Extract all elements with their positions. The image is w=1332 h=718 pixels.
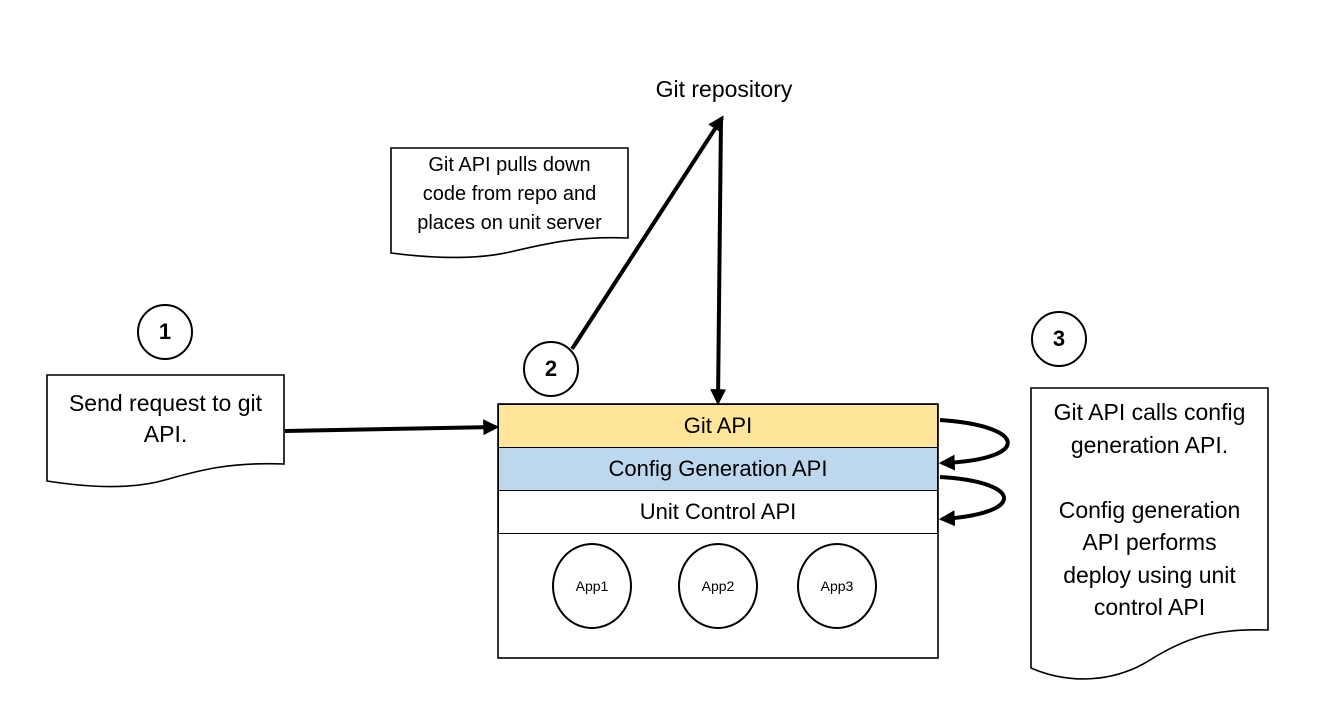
repo-to-git-api-arrow xyxy=(710,117,727,406)
note-2-text: Git API pulls down code from repo and pl… xyxy=(391,151,628,238)
git-to-config-arrow xyxy=(938,418,1010,471)
git-api-layer: Git API xyxy=(498,404,938,448)
app-node: App3 xyxy=(797,543,877,629)
step-2-badge: 2 xyxy=(523,341,579,397)
note-3-shape xyxy=(1030,387,1269,680)
repo-label: Git repository xyxy=(655,76,793,102)
note-1-line: Send request to git xyxy=(68,390,263,416)
note-2-shape xyxy=(390,147,629,259)
note-3-text: Git API calls config generation API. Con… xyxy=(1031,396,1268,624)
app-node: App2 xyxy=(678,543,758,629)
note-2-line: places on unit server xyxy=(417,212,602,234)
note-3-line: deploy using unit xyxy=(1063,561,1236,588)
request-arrow xyxy=(284,419,500,436)
note-1-text: Send request to git API. xyxy=(47,388,284,450)
app-node: App1 xyxy=(552,543,632,629)
note-3-line: Git API calls config xyxy=(1053,399,1246,425)
note-1-shape xyxy=(46,374,285,488)
note-3-line: generation API. xyxy=(1070,431,1229,458)
step-3-badge: 3 xyxy=(1031,311,1087,367)
note-3-line: Config generation xyxy=(1058,496,1241,523)
pull-line xyxy=(570,115,724,351)
note-2-line: code from repo and xyxy=(422,183,597,205)
config-generation-api-layer: Config Generation API xyxy=(498,448,938,491)
note-1-line: API. xyxy=(143,421,188,447)
config-to-unit-arrow xyxy=(938,475,1006,527)
unit-control-api-layer: Unit Control API xyxy=(498,491,938,534)
step-1-badge: 1 xyxy=(137,304,193,360)
note-2-line: Git API pulls down xyxy=(428,154,591,176)
note-3-spacer xyxy=(1031,461,1268,494)
note-3-line: control API xyxy=(1093,594,1206,620)
note-3-line: API performs xyxy=(1082,529,1217,555)
